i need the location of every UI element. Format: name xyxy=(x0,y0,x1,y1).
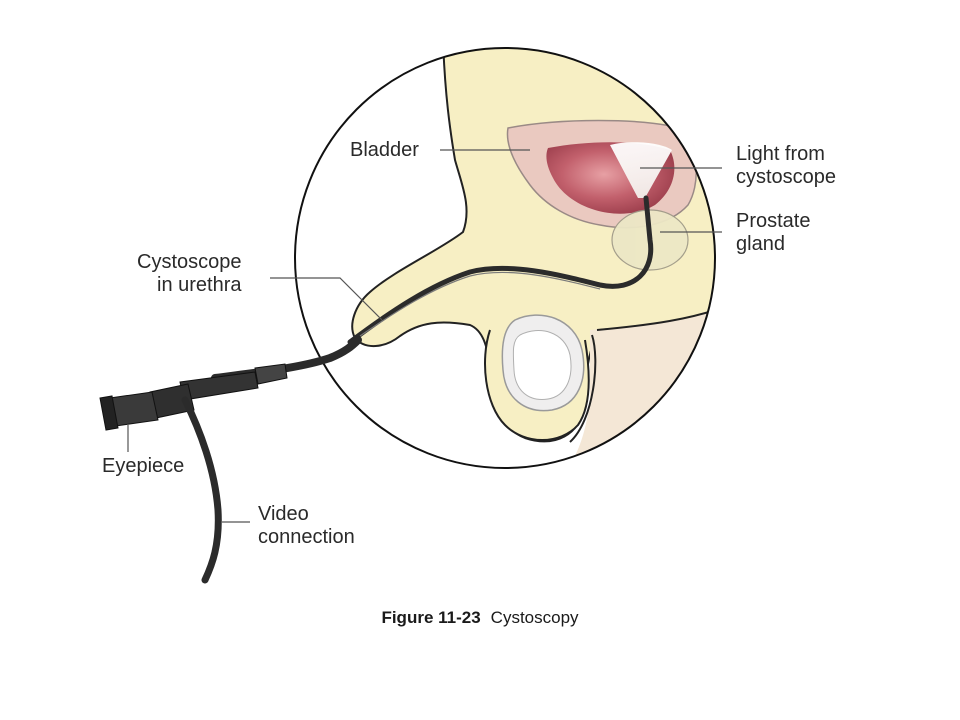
lower-body-outline xyxy=(569,299,715,443)
eyepiece-piece xyxy=(109,391,159,427)
video-label-line2: connection xyxy=(258,526,355,548)
video-cable xyxy=(181,396,222,584)
cystoscope-tube-highlight xyxy=(359,271,601,337)
cystoscope-label: Cystoscope in urethra xyxy=(137,251,242,297)
prostate-label: Prostate gland xyxy=(736,210,810,256)
video-label: Video connection xyxy=(258,503,355,549)
prostate-label-line1: Prostate xyxy=(736,210,811,232)
testis-inner xyxy=(512,330,572,400)
eyepiece-label-text: Eyepiece xyxy=(102,455,185,477)
bladder-label-text: Bladder xyxy=(350,139,419,161)
eyepiece-cap xyxy=(99,395,119,431)
light-label: Light from cystoscope xyxy=(736,143,836,189)
cystoscope-instrument xyxy=(99,336,362,584)
figure-caption: Figure 11-23 Cystoscopy xyxy=(0,608,960,628)
eyepiece-label: Eyepiece xyxy=(102,455,184,478)
figure-title: Cystoscopy xyxy=(490,608,579,627)
leader-lines xyxy=(127,149,722,523)
prostate-label-line2: gland xyxy=(736,233,785,255)
cystoscope-label-line1: Cystoscope xyxy=(137,251,242,273)
cystoscope-collar xyxy=(254,363,288,385)
cystoscope-tube-inner xyxy=(347,195,654,345)
cystoscope-leader xyxy=(270,277,383,321)
cystoscope-label-line2: in urethra xyxy=(157,274,242,296)
video-label-line1: Video xyxy=(258,503,309,525)
light-label-line2: cystoscope xyxy=(736,166,837,188)
bladder-label: Bladder xyxy=(350,139,419,162)
inset-circle-border xyxy=(294,47,716,469)
figure-number: Figure 11-23 xyxy=(381,608,481,627)
light-cone xyxy=(610,142,672,198)
light-label-line1: Light from xyxy=(736,143,825,165)
anatomy-inset xyxy=(294,47,716,469)
